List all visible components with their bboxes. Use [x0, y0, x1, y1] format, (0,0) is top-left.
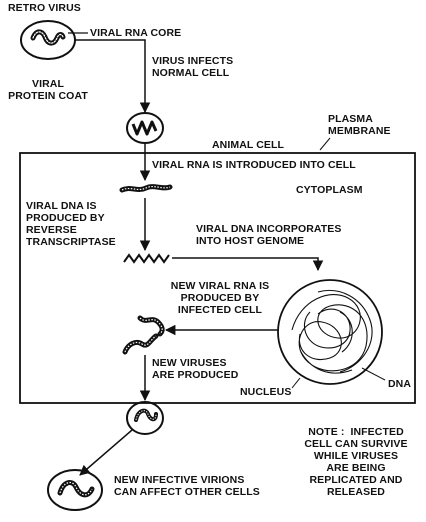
virus-infects-label: VIRUS INFECTS NORMAL CELL [152, 55, 234, 79]
nucleus-leader [291, 377, 301, 389]
release-arrow [79, 429, 133, 476]
rna-introduced-label: VIRAL RNA IS INTRODUCED INTO CELL [152, 159, 356, 171]
viral-protein-coat-label: VIRAL PROTEIN COAT [8, 78, 88, 102]
retro-virus-particle [20, 20, 76, 60]
new-virions-label: NEW INFECTIVE VIRIONS CAN AFFECT OTHER C… [114, 474, 260, 498]
note-text: NOTE : INFECTED CELL CAN SURVIVE WHILE V… [304, 426, 408, 498]
animal-cell-boundary [19, 152, 416, 404]
plasma-membrane-label: PLASMA MEMBRANE [328, 113, 391, 137]
infection-arrow [75, 39, 151, 114]
viral-rna-strand [119, 184, 173, 193]
new-viruses-label: NEW VIRUSES ARE PRODUCED [152, 357, 239, 381]
nucleus-label: NUCLEUS [240, 386, 292, 398]
viral-dna-strand [123, 253, 170, 264]
retro-virus-label: RETRO VIRUS [8, 2, 81, 14]
released-virus [126, 401, 164, 435]
new-rna-label: NEW VIRAL RNA IS PRODUCED BY INFECTED CE… [170, 280, 270, 316]
animal-cell-label: ANIMAL CELL [212, 139, 285, 151]
nucleus-with-dna [277, 279, 383, 385]
dna-produced-label: VIRAL DNA IS PRODUCED BY REVERSE TRANSCR… [26, 200, 116, 248]
dna-incorporates-label: VIRAL DNA INCORPORATES INTO HOST GENOME [196, 223, 342, 247]
infecting-virus [126, 112, 164, 144]
integration-arrow [172, 257, 324, 272]
new-virion [47, 469, 103, 511]
viral-rna-core-label: VIRAL RNA CORE [90, 27, 182, 39]
membrane-leader [319, 137, 331, 151]
dna-label: DNA [388, 378, 412, 390]
dna-leader [361, 367, 386, 381]
new-viral-rna-strands [122, 315, 165, 355]
cytoplasm-label: CYTOPLASM [296, 184, 363, 196]
